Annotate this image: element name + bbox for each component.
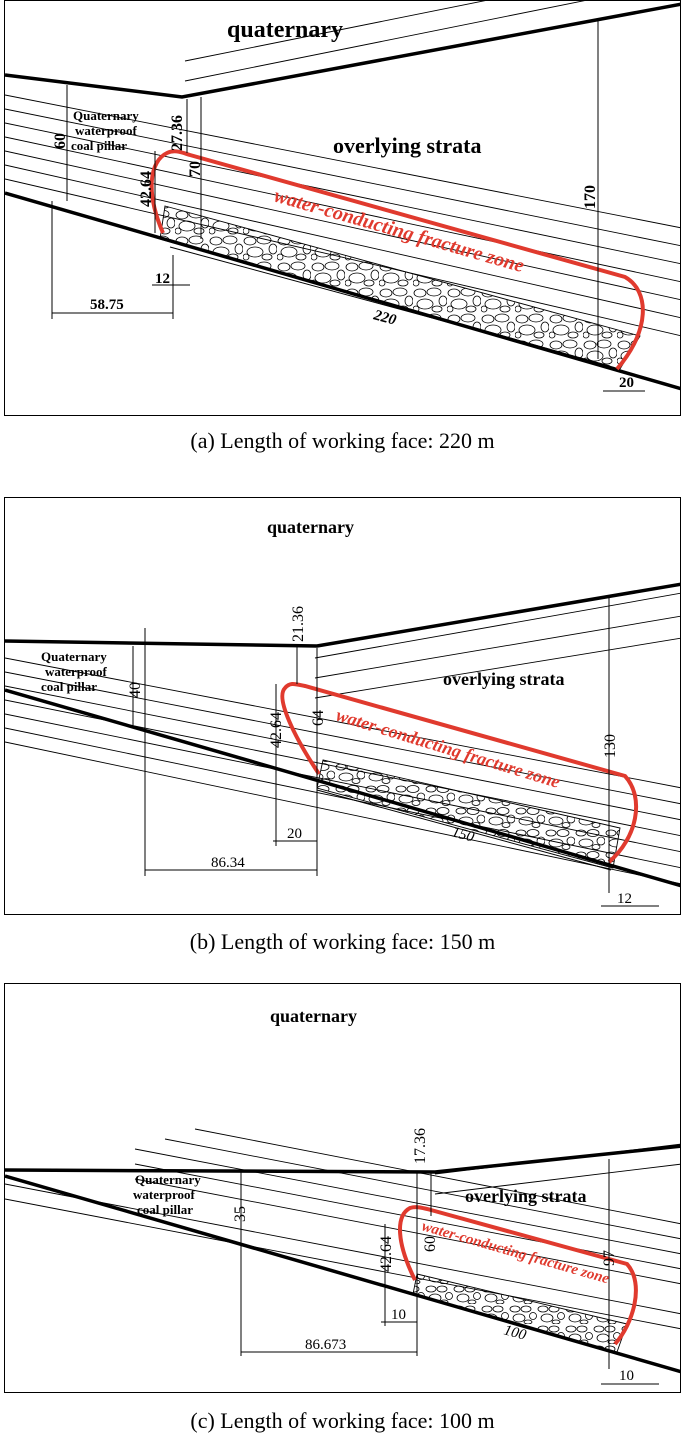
- pillar-label-line3-a: coal pillar: [71, 138, 127, 153]
- pillar-label-line3-b: coal pillar: [41, 679, 97, 694]
- panel-c: quaternary overlying strata Quaternary w…: [4, 983, 681, 1393]
- pillar-label-line2-a: waterproof: [75, 123, 138, 138]
- dimension-lines-b: [132, 598, 659, 907]
- dim-face-length-c: 100: [502, 1322, 528, 1343]
- dim-offset-right-a: 20: [619, 375, 634, 391]
- pillar-label-line1-b: Quaternary: [41, 649, 107, 664]
- dim-right-height-c: 97: [601, 1250, 618, 1266]
- fracture-zone-outline-a: [149, 149, 645, 371]
- goaf-rubble-c: [412, 1273, 628, 1353]
- caption-a: (a) Length of working face: 220 m: [190, 428, 495, 453]
- dim-pillar-width-c: 86.673: [305, 1337, 346, 1353]
- dim-offset-left-b: 20: [287, 826, 302, 842]
- overlying-strata-label-c: overlying strata: [465, 1186, 586, 1206]
- quaternary-boundary-a: [5, 2, 680, 99]
- diagram-a: quaternary overlying strata Quaternary w…: [5, 1, 680, 392]
- strata-lines-a: [5, 1, 680, 336]
- goaf-rubble-b: [316, 759, 621, 869]
- pillar-label-line2-c: waterproof: [133, 1187, 196, 1202]
- quaternary-boundary-c: [5, 1144, 680, 1174]
- dim-zone-front-a: 70: [187, 161, 204, 177]
- quaternary-label-c: quaternary: [270, 1006, 357, 1026]
- dim-pillar-width-a: 58.75: [90, 297, 124, 313]
- pillar-label-line1-a: Quaternary: [73, 108, 139, 123]
- caption-c: (c) Length of working face: 100 m: [190, 1408, 495, 1433]
- overlying-strata-label-b: overlying strata: [443, 669, 564, 689]
- dim-top-gap-c: 17.36: [412, 1128, 429, 1164]
- pillar-label-line1-c: Quaternary: [135, 1172, 201, 1187]
- dim-right-height-a: 170: [582, 185, 599, 209]
- dim-offset-left-c: 10: [391, 1307, 406, 1323]
- dim-right-height-b: 130: [602, 734, 619, 758]
- overlying-strata-label-a: overlying strata: [333, 133, 481, 158]
- dim-offset-left-a: 12: [155, 271, 170, 287]
- caption-b: (b) Length of working face: 150 m: [189, 929, 496, 954]
- fracture-zone-outline-b: [280, 682, 639, 864]
- pillar-label-line2-b: waterproof: [45, 664, 108, 679]
- dim-offset-right-c: 10: [619, 1368, 634, 1384]
- quaternary-label-b: quaternary: [267, 517, 354, 537]
- pillar-label-line3-c: coal pillar: [137, 1202, 193, 1217]
- dim-zone-left-a: 42.64: [138, 171, 155, 207]
- dimension-lines-c: [240, 1159, 659, 1385]
- dim-pillar-height-a: 60: [52, 133, 69, 149]
- dim-zone-left-c: 42.64: [378, 1236, 395, 1272]
- panel-b: quaternary overlying strata Quaternary w…: [4, 497, 681, 915]
- quaternary-label-a: quaternary: [227, 17, 343, 43]
- dim-zone-front-c: 60: [422, 1236, 439, 1252]
- dim-pillar-height-c: 35: [232, 1206, 249, 1222]
- diagram-b: quaternary overlying strata Quaternary w…: [5, 517, 680, 907]
- dim-face-length-a: 220: [371, 307, 398, 329]
- coal-seam-floor-c: [5, 1174, 680, 1374]
- dim-face-length-b: 150: [450, 824, 476, 845]
- panel-a: quaternary overlying strata Quaternary w…: [4, 0, 681, 416]
- dim-top-gap-a: 27.36: [169, 115, 186, 151]
- dim-offset-right-b: 12: [617, 891, 632, 907]
- dim-pillar-height-b: 40: [127, 682, 144, 698]
- fracture-zone-outline-c: [398, 1205, 638, 1346]
- dim-zone-front-b: 64: [310, 710, 327, 726]
- dimension-lines-a: [51, 19, 645, 392]
- dim-zone-left-b: 42.64: [268, 712, 285, 748]
- quaternary-boundary-b: [5, 582, 680, 648]
- dim-top-gap-b: 21.36: [290, 606, 307, 642]
- diagram-c: quaternary overlying strata Quaternary w…: [5, 1006, 680, 1385]
- dim-pillar-width-b: 86.34: [211, 855, 245, 871]
- strata-lines-c: [5, 1128, 680, 1330]
